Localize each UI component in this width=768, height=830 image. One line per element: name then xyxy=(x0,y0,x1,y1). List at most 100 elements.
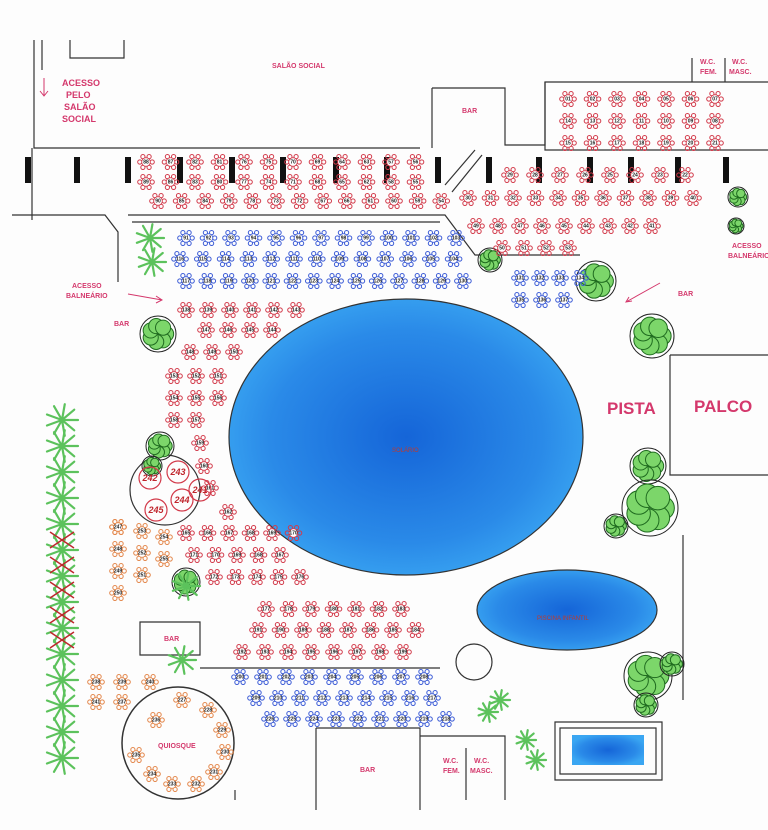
table-97[interactable]: 97 xyxy=(312,230,330,246)
table-135[interactable]: 135 xyxy=(511,292,529,308)
table-63[interactable]: 63 xyxy=(357,154,376,170)
table-102[interactable]: 102 xyxy=(424,230,443,246)
table-47[interactable]: 47 xyxy=(511,218,529,234)
table-208[interactable]: 208 xyxy=(415,669,433,685)
table-35[interactable]: 35 xyxy=(571,190,590,206)
table-241[interactable]: 241 xyxy=(87,694,105,710)
table-113[interactable]: 113 xyxy=(239,251,258,267)
table-145[interactable]: 145 xyxy=(241,322,259,338)
table-202[interactable]: 202 xyxy=(277,669,295,685)
table-157[interactable]: 157 xyxy=(187,412,205,428)
table-176[interactable]: 176 xyxy=(291,569,309,585)
table-50[interactable]: 50 xyxy=(493,240,511,256)
table-48[interactable]: 48 xyxy=(489,218,507,234)
table-130[interactable]: 130 xyxy=(454,273,472,289)
table-230[interactable]: 230 xyxy=(216,744,234,760)
table-183[interactable]: 183 xyxy=(392,601,410,617)
table-15[interactable]: 15 xyxy=(559,135,577,151)
table-88[interactable]: 88 xyxy=(137,154,155,170)
table-248[interactable]: 248 xyxy=(109,541,127,557)
table-61[interactable]: 61 xyxy=(361,193,380,209)
table-30[interactable]: 30 xyxy=(459,190,477,206)
table-189[interactable]: 189 xyxy=(294,622,312,638)
table-151[interactable]: 151 xyxy=(209,368,227,384)
table-254[interactable]: 254 xyxy=(155,529,173,545)
table-221[interactable]: 221 xyxy=(371,711,389,727)
table-122[interactable]: 122 xyxy=(283,273,302,289)
table-26[interactable]: 26 xyxy=(576,167,594,183)
table-225[interactable]: 225 xyxy=(283,711,301,727)
table-211[interactable]: 211 xyxy=(291,690,309,706)
table-216[interactable]: 216 xyxy=(401,690,419,706)
table-206[interactable]: 206 xyxy=(369,669,387,685)
table-05[interactable]: 05 xyxy=(657,91,675,107)
table-203[interactable]: 203 xyxy=(300,669,318,685)
table-03[interactable]: 03 xyxy=(608,91,626,107)
table-146[interactable]: 146 xyxy=(219,322,237,338)
table-179[interactable]: 179 xyxy=(302,601,320,617)
table-138[interactable]: 138 xyxy=(177,302,195,318)
table-215[interactable]: 215 xyxy=(379,690,397,706)
table-195[interactable]: 195 xyxy=(302,644,320,660)
table-125[interactable]: 125 xyxy=(347,273,366,289)
table-14[interactable]: 14 xyxy=(559,113,577,129)
table-109[interactable]: 109 xyxy=(330,251,349,267)
table-196[interactable]: 196 xyxy=(325,644,343,660)
table-182[interactable]: 182 xyxy=(369,601,388,617)
table-224[interactable]: 224 xyxy=(305,711,323,727)
table-213[interactable]: 213 xyxy=(335,690,353,706)
table-29[interactable]: 29 xyxy=(501,167,519,183)
table-192[interactable]: 192 xyxy=(233,644,251,660)
table-68[interactable]: 68 xyxy=(308,174,327,190)
table-75[interactable]: 75 xyxy=(259,154,278,170)
table-07[interactable]: 07 xyxy=(706,91,724,107)
table-199[interactable]: 199 xyxy=(394,644,412,660)
table-205[interactable]: 205 xyxy=(346,669,364,685)
table-227[interactable]: 227 xyxy=(173,692,191,708)
table-93[interactable]: 93 xyxy=(222,230,240,246)
table-111[interactable]: 111 xyxy=(285,251,303,267)
table-19[interactable]: 19 xyxy=(657,135,675,151)
table-217[interactable]: 217 xyxy=(423,690,441,706)
table-44[interactable]: 44 xyxy=(577,218,595,234)
table-238[interactable]: 238 xyxy=(87,674,105,690)
table-218[interactable]: 218 xyxy=(437,711,455,727)
table-222[interactable]: 222 xyxy=(349,711,367,727)
table-239[interactable]: 239 xyxy=(113,674,131,690)
reserved-table-243[interactable]: 243 xyxy=(166,460,190,484)
table-193[interactable]: 193 xyxy=(256,644,274,660)
table-236[interactable]: 236 xyxy=(147,712,165,728)
table-172[interactable]: 172 xyxy=(205,569,223,585)
table-249[interactable]: 249 xyxy=(109,563,127,579)
table-223[interactable]: 223 xyxy=(327,711,345,727)
table-116[interactable]: 116 xyxy=(171,251,189,267)
table-139[interactable]: 139 xyxy=(199,302,217,318)
table-234[interactable]: 234 xyxy=(143,766,161,782)
table-12[interactable]: 12 xyxy=(608,113,626,129)
table-41[interactable]: 41 xyxy=(643,218,661,234)
table-228[interactable]: 228 xyxy=(199,702,217,718)
table-25[interactable]: 25 xyxy=(601,167,619,183)
table-46[interactable]: 46 xyxy=(533,218,551,234)
table-169[interactable]: 169 xyxy=(263,525,281,541)
table-23[interactable]: 23 xyxy=(651,167,669,183)
table-247[interactable]: 247 xyxy=(109,519,127,535)
table-232[interactable]: 232 xyxy=(187,776,205,792)
table-161[interactable]: 161 xyxy=(201,480,219,496)
table-01[interactable]: 01 xyxy=(559,91,577,107)
table-177[interactable]: 177 xyxy=(257,601,275,617)
table-112[interactable]: 112 xyxy=(262,251,280,267)
table-153[interactable]: 153 xyxy=(165,368,183,384)
table-54[interactable]: 54 xyxy=(432,193,450,209)
table-87[interactable]: 87 xyxy=(161,154,180,170)
table-38[interactable]: 38 xyxy=(639,190,657,206)
table-16[interactable]: 16 xyxy=(583,135,602,151)
table-69[interactable]: 69 xyxy=(308,154,327,170)
table-159[interactable]: 159 xyxy=(191,435,209,451)
table-86[interactable]: 86 xyxy=(161,174,180,190)
table-56[interactable]: 56 xyxy=(406,154,425,170)
table-99[interactable]: 99 xyxy=(357,230,375,246)
table-168[interactable]: 168 xyxy=(249,547,268,563)
table-167[interactable]: 167 xyxy=(271,547,289,563)
table-28[interactable]: 28 xyxy=(526,167,544,183)
